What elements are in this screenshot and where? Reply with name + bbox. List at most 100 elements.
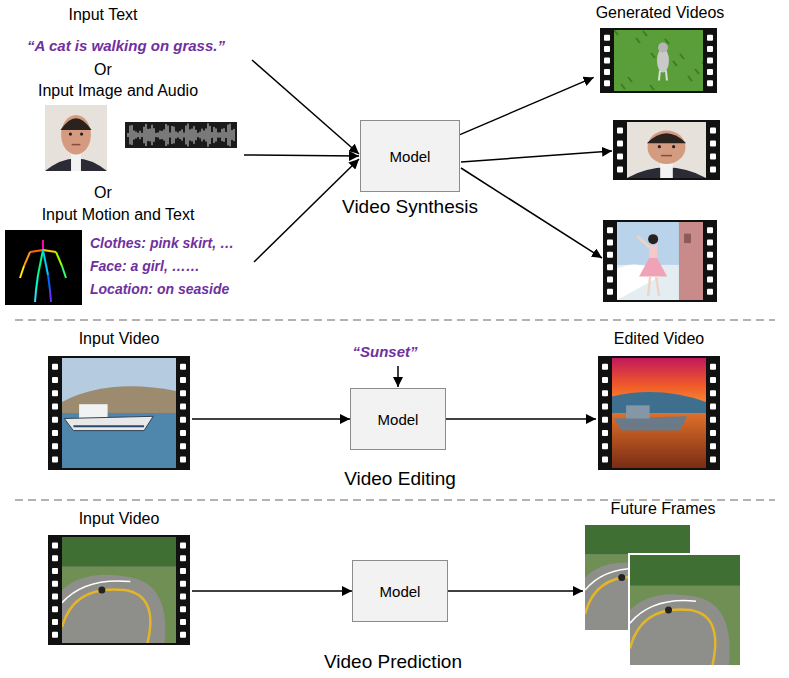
illustration-part [695, 69, 699, 74]
illustration-part [152, 125, 153, 145]
illustration-part [150, 129, 151, 142]
video-frame-strip [598, 356, 720, 470]
illustration-part [62, 358, 176, 468]
illustration-part [200, 132, 201, 139]
illustration-part [603, 220, 717, 302]
panel-heading: Input Video [46, 510, 192, 528]
illustration-part [98, 587, 105, 594]
illustration-part [160, 131, 161, 140]
illustration-part [52, 619, 58, 625]
illustration-part [665, 607, 672, 614]
prompt-text: Location: on seaside [90, 281, 229, 297]
illustration-part [69, 132, 72, 135]
illustration-part [180, 417, 186, 423]
illustration-part [52, 568, 58, 574]
illustration-part [134, 130, 135, 139]
illustration-part [630, 555, 740, 665]
illustration-part [585, 525, 690, 554]
panel-heading: Generated Videos [594, 4, 727, 22]
illustration-part [617, 154, 623, 160]
illustration-part [180, 364, 186, 370]
flow-arrow [244, 155, 359, 156]
illustration-part [707, 240, 713, 246]
illustration-part [176, 131, 177, 138]
illustration-part [125, 122, 237, 148]
box-label: Model [380, 583, 421, 600]
illustration-part [707, 264, 713, 270]
illustration-part [648, 277, 650, 297]
illustration-part [48, 275, 50, 290]
illustration-part [226, 132, 227, 138]
illustration-part [162, 131, 163, 139]
illustration-part [180, 377, 186, 383]
flow-arrow [461, 168, 602, 258]
illustration-part [184, 133, 185, 138]
illustration-part [52, 443, 58, 449]
illustration-part [614, 30, 703, 91]
illustration-part [636, 38, 640, 43]
illustration-part [710, 390, 716, 396]
illustration-part [180, 403, 186, 409]
illustration-part [222, 129, 223, 141]
illustration-part [178, 132, 179, 137]
illustration-part [138, 133, 139, 137]
illustration-part [136, 132, 137, 139]
illustration-part [643, 31, 647, 36]
illustration-part [128, 133, 129, 137]
illustration-part [190, 129, 191, 140]
illustration-part [607, 252, 613, 258]
illustration-part [224, 128, 225, 142]
illustration-part [604, 80, 610, 86]
illustration-part [172, 126, 173, 144]
video-frame-strip [600, 28, 717, 93]
illustration-part [52, 403, 58, 409]
flow-arrow [460, 77, 594, 134]
illustration-part [627, 122, 706, 178]
illustration-part [607, 240, 613, 246]
illustration-part [658, 43, 668, 53]
illustration-part [710, 141, 716, 147]
illustration-part [52, 377, 58, 383]
illustration-part [607, 277, 613, 283]
illustration-part [48, 356, 190, 470]
illustration-part [621, 84, 625, 89]
illustration-part [617, 222, 703, 300]
input-caption: Or [94, 184, 112, 202]
illustration-part [710, 167, 716, 173]
illustration-part [192, 129, 193, 142]
illustration-part [72, 144, 81, 146]
illustration-part [216, 128, 217, 141]
illustration-part [630, 555, 740, 586]
illustration-part [230, 124, 231, 147]
illustration-part [648, 234, 658, 244]
illustration-part [710, 128, 716, 134]
illustration-part [220, 132, 221, 137]
illustration-part [637, 236, 649, 247]
illustration-part [665, 39, 669, 44]
illustration-part [154, 128, 155, 142]
illustration-part [202, 129, 203, 142]
video-panel: Input Video [46, 330, 192, 472]
illustration-part [168, 126, 169, 145]
illustration-part [707, 69, 713, 75]
illustration-part [210, 126, 211, 144]
illustration-part [73, 425, 144, 427]
illustration-part [43, 250, 48, 275]
illustration-part [186, 126, 187, 145]
box-label: Model [390, 148, 431, 165]
illustration-part [626, 405, 650, 418]
illustration-part [649, 245, 657, 259]
illustration-part [707, 35, 713, 41]
illustration-part [710, 430, 716, 436]
pose-skeleton [5, 230, 82, 305]
illustration-part [180, 619, 186, 625]
audio-waveform [125, 122, 237, 148]
illustration-part [602, 364, 608, 370]
illustration-part [604, 58, 610, 64]
flow-arrow [461, 151, 612, 162]
illustration-part [612, 358, 706, 468]
illustration-part [62, 537, 176, 643]
illustration-part [174, 127, 175, 144]
illustration-part [180, 456, 186, 462]
